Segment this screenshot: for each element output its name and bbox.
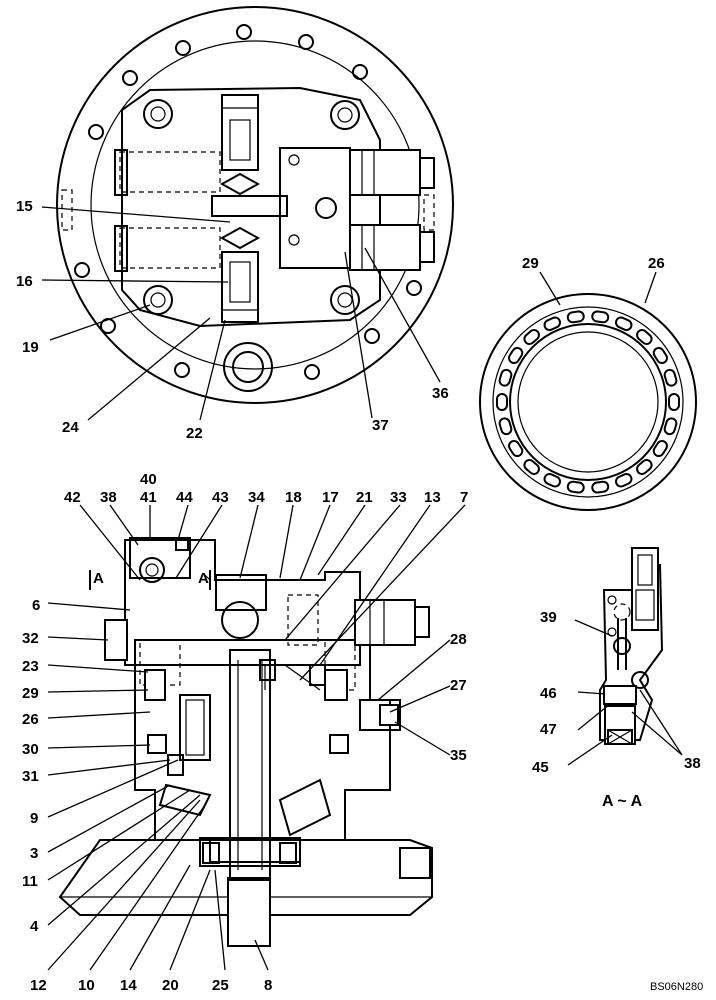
label-29-section: 29 xyxy=(22,685,39,702)
drawing-code: BS06N280 xyxy=(650,981,703,993)
label-34: 34 xyxy=(248,489,265,506)
label-6: 6 xyxy=(32,597,40,614)
bearing-roller xyxy=(523,459,540,475)
label-18: 18 xyxy=(285,489,302,506)
part-labels: 15 16 19 24 22 37 36 29 26 40 42 38 41 4… xyxy=(16,198,703,994)
label-21: 21 xyxy=(356,489,373,506)
label-20: 20 xyxy=(162,977,179,994)
bearing-roller xyxy=(591,480,610,494)
bearing-roller xyxy=(523,329,540,345)
label-47: 47 xyxy=(540,721,557,738)
label-26-bearing: 26 xyxy=(648,255,665,272)
label-17: 17 xyxy=(322,489,339,506)
label-29-bearing: 29 xyxy=(522,255,539,272)
label-35: 35 xyxy=(450,747,467,764)
bearing-ring xyxy=(479,293,697,511)
label-46: 46 xyxy=(540,685,557,702)
label-4: 4 xyxy=(30,918,39,935)
bearing-roller xyxy=(652,346,668,365)
label-45: 45 xyxy=(532,759,549,776)
view-mark-a-left: A xyxy=(93,570,104,587)
label-37: 37 xyxy=(372,417,389,434)
label-19: 19 xyxy=(22,339,39,356)
bearing-roller xyxy=(508,439,524,458)
label-42: 42 xyxy=(64,489,81,506)
bearing-roller xyxy=(498,417,513,436)
label-38-detail: 38 xyxy=(684,755,701,772)
bearing-roller xyxy=(496,393,508,411)
section-caption: A ~ A xyxy=(602,793,643,810)
bearing-roller xyxy=(543,316,562,332)
view-mark-a-right: A xyxy=(198,570,209,587)
bearing-roller xyxy=(614,316,633,332)
label-22: 22 xyxy=(186,425,203,442)
label-30: 30 xyxy=(22,741,39,758)
label-36: 36 xyxy=(432,385,449,402)
label-25: 25 xyxy=(212,977,229,994)
label-31: 31 xyxy=(22,768,39,785)
bearing-roller xyxy=(543,472,562,488)
bearing-roller xyxy=(566,310,585,324)
label-8: 8 xyxy=(264,977,272,994)
label-13: 13 xyxy=(424,489,441,506)
bearing-roller xyxy=(636,329,653,345)
label-44: 44 xyxy=(176,489,193,506)
bearing-roller xyxy=(663,417,678,436)
bearing-roller xyxy=(614,472,633,488)
bearing-rollers xyxy=(496,310,680,494)
bearing-roller xyxy=(663,368,678,387)
block-screws xyxy=(143,99,360,315)
bearing-roller xyxy=(566,480,585,494)
bearing-roller xyxy=(508,346,524,365)
label-32: 32 xyxy=(22,630,39,647)
bearing-roller xyxy=(636,459,653,475)
section-view xyxy=(58,537,433,947)
label-10: 10 xyxy=(78,977,95,994)
label-3: 3 xyxy=(30,845,38,862)
bearing-roller xyxy=(498,368,513,387)
label-15: 15 xyxy=(16,198,33,215)
label-33: 33 xyxy=(390,489,407,506)
label-14: 14 xyxy=(120,977,137,994)
label-43: 43 xyxy=(212,489,229,506)
label-11: 11 xyxy=(22,873,38,890)
label-41: 41 xyxy=(140,489,157,506)
label-39: 39 xyxy=(540,609,557,626)
bearing-roller xyxy=(652,439,668,458)
label-9: 9 xyxy=(30,810,38,827)
bearing-roller xyxy=(668,393,680,411)
label-23: 23 xyxy=(22,658,39,675)
label-12: 12 xyxy=(30,977,47,994)
flange-bolt-holes xyxy=(74,24,422,380)
bearing-roller xyxy=(591,310,610,324)
label-27: 27 xyxy=(450,677,467,694)
leader-lines xyxy=(41,206,683,971)
detail-a-a xyxy=(599,547,664,745)
label-26-section: 26 xyxy=(22,711,39,728)
label-24: 24 xyxy=(62,419,79,436)
label-7: 7 xyxy=(460,489,468,506)
label-16: 16 xyxy=(16,273,33,290)
top-view-housing xyxy=(56,6,454,404)
label-38: 38 xyxy=(100,489,117,506)
label-40: 40 xyxy=(140,471,157,488)
label-28: 28 xyxy=(450,631,467,648)
